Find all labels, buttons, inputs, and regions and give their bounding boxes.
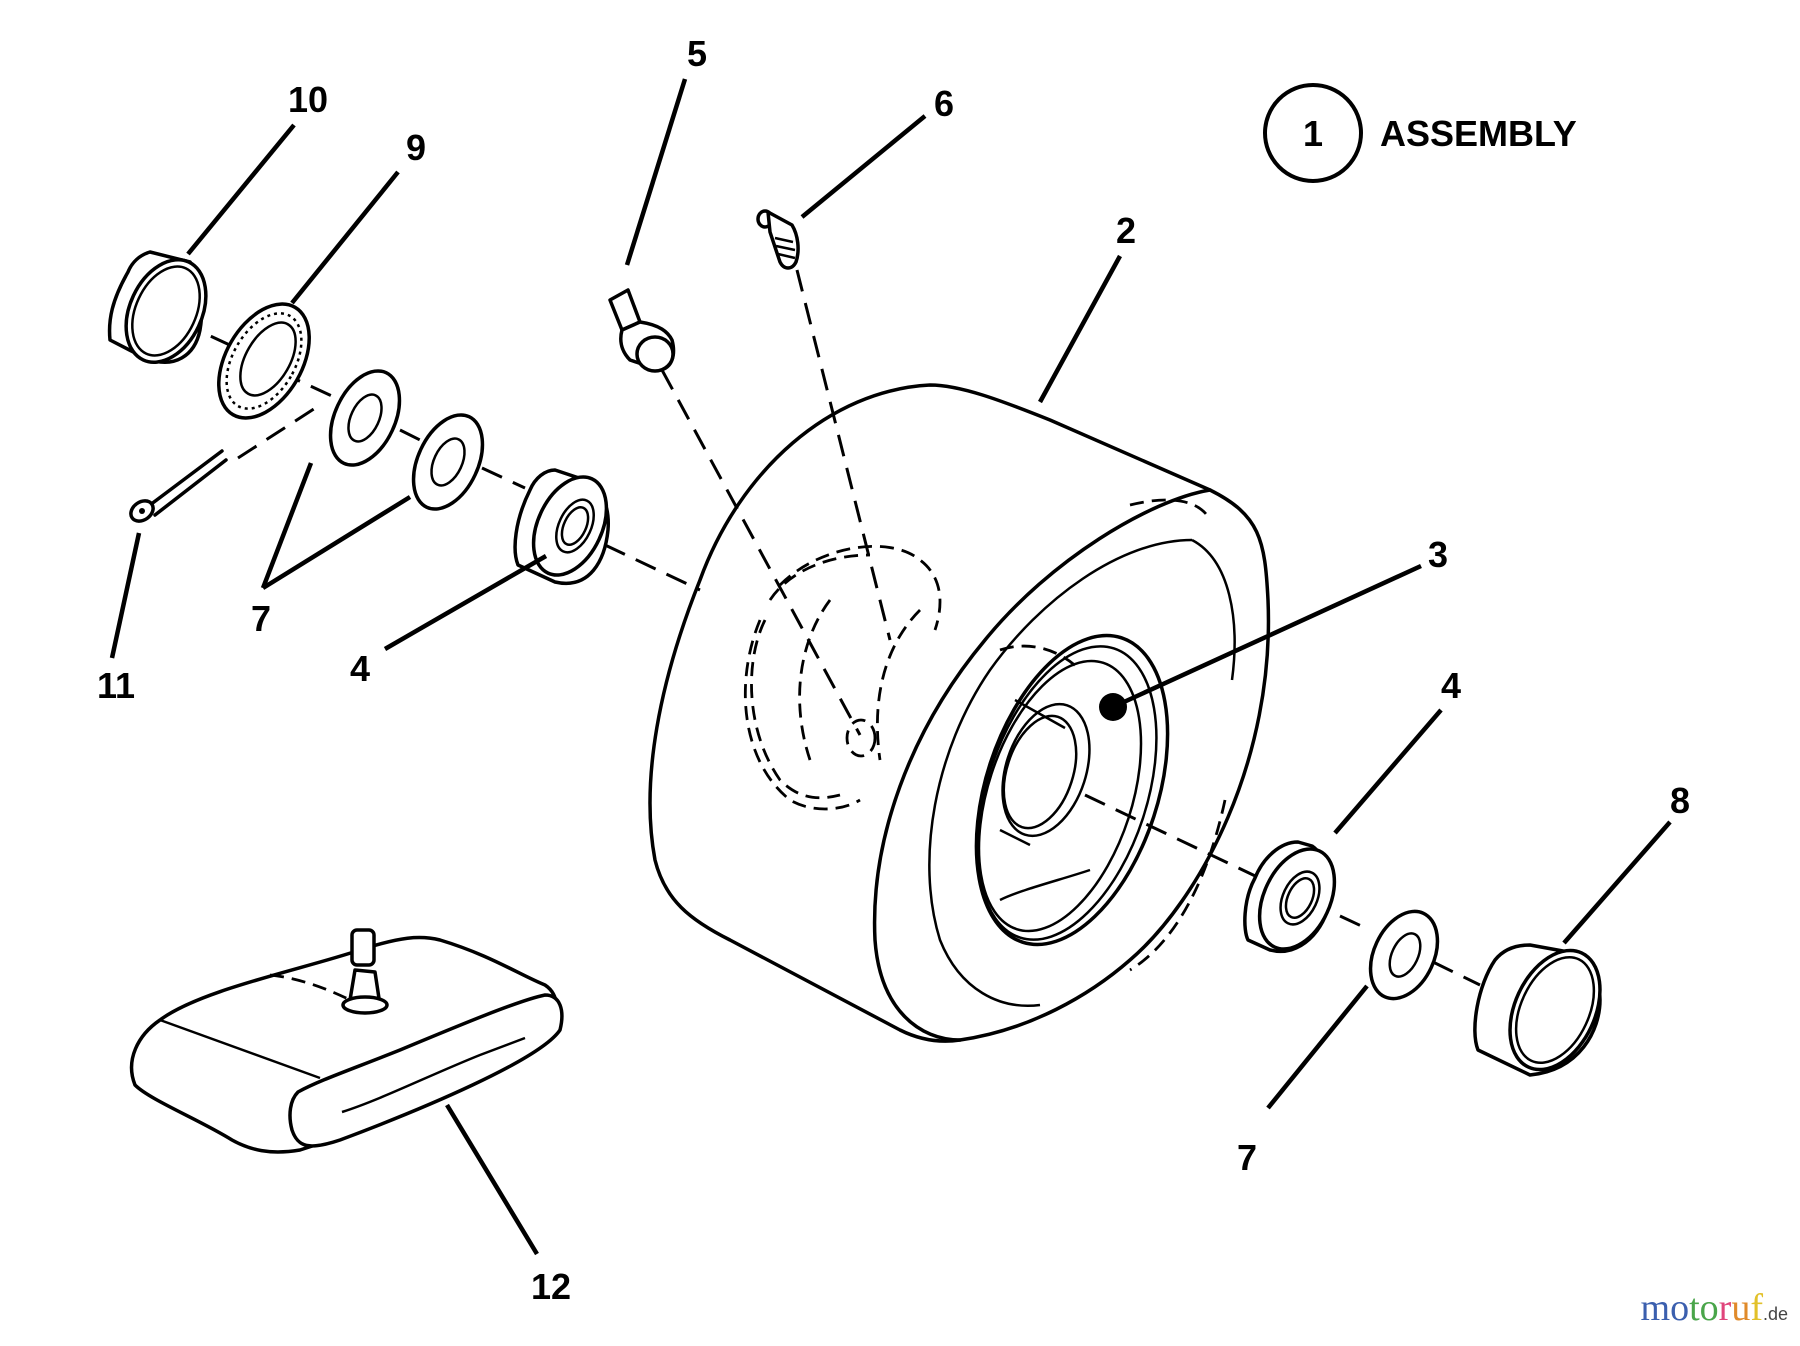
tire (648, 383, 1271, 1043)
watermark-logo: motoruf.de (1641, 1286, 1788, 1330)
part-7-washers-left (328, 369, 485, 511)
callout-labels: 10 9 5 6 2 3 4 8 7 12 11 7 4 (97, 33, 1690, 1307)
part-10-cup (107, 250, 208, 365)
part-12-inner-tube (129, 928, 564, 1154)
wm-letter: t (1689, 1287, 1700, 1329)
wm-letter: o (1699, 1287, 1719, 1329)
part-4-bushing-left (513, 468, 610, 586)
callout-8: 8 (1670, 780, 1690, 821)
callout-5: 5 (687, 33, 707, 74)
callout-4-left: 4 (350, 648, 370, 689)
part-11-cotter-pin (129, 449, 228, 523)
wm-letter: m (1640, 1287, 1671, 1329)
leader-lines (109, 78, 1672, 1256)
part-7-washer-right (1368, 909, 1440, 1001)
part-5-valve-stem (608, 288, 676, 373)
part-9-bearing (217, 302, 311, 420)
axle-centerline (179, 269, 1481, 987)
part-4-bushing-right (1243, 840, 1337, 954)
callout-10: 10 (288, 79, 328, 120)
callout-9: 9 (406, 127, 426, 168)
wm-letter: r (1718, 1287, 1732, 1329)
hidden-hub-left (743, 545, 942, 811)
callout-12: 12 (531, 1266, 571, 1307)
callout-6: 6 (934, 83, 954, 124)
callout-7-left: 7 (251, 598, 271, 639)
assembly-number: 1 (1303, 113, 1323, 154)
assembly-circle (1263, 83, 1363, 183)
callout-2: 2 (1116, 210, 1136, 251)
wm-letter: u (1731, 1287, 1751, 1329)
assembly-label: ASSEMBLY (1380, 113, 1577, 154)
wm-suffix: .de (1762, 1304, 1788, 1324)
rim (974, 633, 1170, 947)
callout-4-right: 4 (1441, 665, 1461, 706)
part-8-cap (1473, 943, 1602, 1077)
callout-7-right: 7 (1237, 1137, 1257, 1178)
part-6-grease-fitting (756, 209, 800, 270)
callout-11: 11 (97, 665, 135, 706)
assembly-callout: 1 ASSEMBLY (1263, 83, 1577, 183)
callout-3: 3 (1428, 534, 1448, 575)
wm-letter: f (1750, 1287, 1763, 1329)
wm-letter: o (1670, 1287, 1690, 1329)
